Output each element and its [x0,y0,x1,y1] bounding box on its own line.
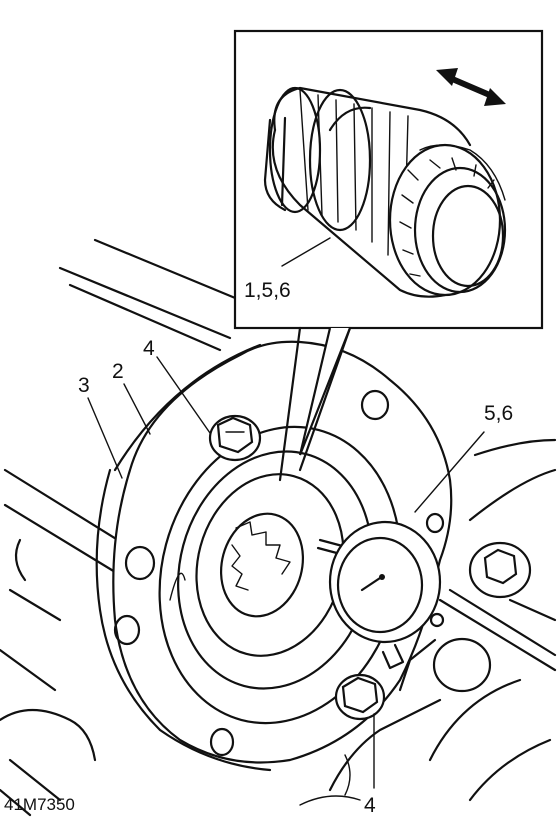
bolt-lower [334,673,386,721]
figure-reference: 41M7350 [4,795,75,814]
flange-bolt-hole [425,512,445,534]
callout-bolt-upper: 4 [143,337,155,360]
leader-gasket [87,397,123,479]
dial-gauge-body [328,520,442,644]
dial-test-indicator [316,520,445,670]
inset-detail [233,29,544,482]
axial-movement-arrow [436,68,506,106]
gasket-outline [95,343,272,772]
flange-bolt-hole [360,389,390,421]
flange-bolt-hole [113,614,141,646]
callout-dial-gauge: 5,6 [484,402,513,425]
leader-dial-gauge [414,431,485,513]
gauge-bracket [398,541,557,693]
callout-leaders [87,356,485,789]
dial-face [336,536,424,634]
synchro-gear-assembly [263,86,507,298]
transmission-case-outline [0,238,557,817]
bolt-upper [208,414,262,462]
callout-housing: 2 [112,360,124,383]
flange-bolt-hole [209,727,235,757]
flange-bolt-hole [124,545,156,581]
leader-housing [123,383,151,435]
leader-bolt-upper [156,356,211,434]
callout-bolt-lower: 4 [364,794,376,817]
callout-gasket: 3 [78,374,90,397]
output-shaft-end [219,512,305,618]
callout-inset: 1,5,6 [244,279,291,302]
